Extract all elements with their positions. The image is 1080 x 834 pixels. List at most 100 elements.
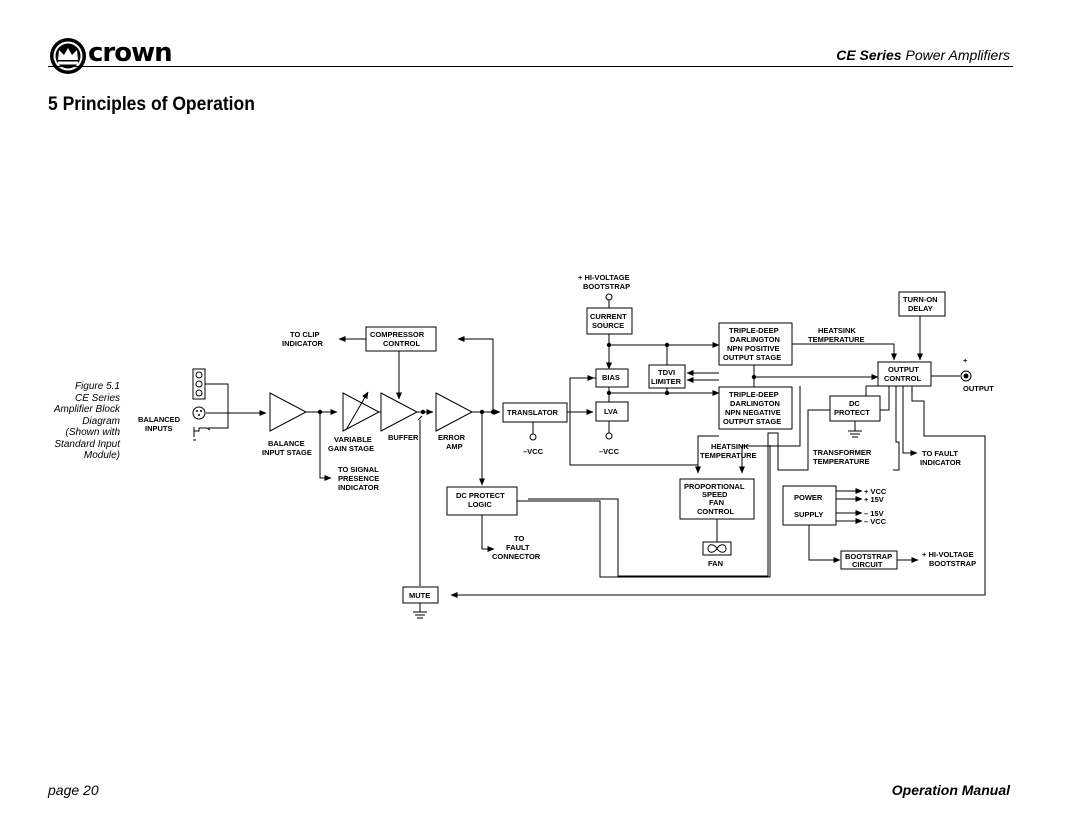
caption-line: Diagram [82,415,120,427]
svg-text:COMPRESSOR: COMPRESSOR [370,330,425,339]
supply-rails-label: + VCC + 15V – 15V – VCC [864,487,887,526]
svg-text:TRANSFORMER: TRANSFORMER [813,448,872,457]
svg-text:CONTROL: CONTROL [697,507,734,516]
output-label: OUTPUT [963,384,994,393]
xlr-connector-icon [192,406,206,420]
svg-text:BALANCE: BALANCE [268,439,305,448]
svg-text:OUTPUT STAGE: OUTPUT STAGE [723,353,781,362]
svg-text:TEMPERATURE: TEMPERATURE [808,335,865,344]
svg-text:PROPORTIONAL: PROPORTIONAL [684,482,745,491]
power-supply-block [782,485,837,526]
page-number: page 20 [48,782,99,798]
tdvi-limiter-label: TDVI LIMITER [651,368,682,386]
svg-text:VARIABLE: VARIABLE [334,435,372,444]
svg-text:GAIN STAGE: GAIN STAGE [328,444,374,453]
fault-indicator-label: TO FAULT INDICATOR [920,449,962,467]
series-suffix: Power Amplifiers [901,47,1010,63]
hi-voltage-bottom-label: + HI-VOLTAGE BOOTSTRAP [922,550,976,568]
translator-vcc-label: –VCC [523,447,544,456]
lva-block [595,401,629,422]
fan-control-label: PROPORTIONAL SPEED FAN CONTROL [684,482,745,516]
power-supply-label: POWER SUPPLY [794,493,823,519]
svg-text:TDVI: TDVI [658,368,675,377]
hi-voltage-top-label: + HI-VOLTAGE BOOTSTRAP [578,273,630,291]
error-amp-label: ERROR AMP [438,433,466,451]
lva-vcc-label: –VCC [599,447,620,456]
balance-input-stage-amp [269,392,308,432]
svg-text:+ HI-VOLTAGE: + HI-VOLTAGE [922,550,974,559]
dc-protect-logic-label: DC PROTECT LOGIC [456,491,505,509]
plus-label: + [963,356,968,365]
negative-output-stage-label: TRIPLE-DEEP DARLINGTON NPN NEGATIVE OUTP… [723,390,781,426]
header-rule [48,66,1013,67]
signal-presence-label: TO SIGNAL PRESENCE INDICATOR [338,465,380,492]
balanced-inputs-label: BALANCED INPUTS [138,415,181,433]
svg-text:PRESENCE: PRESENCE [338,474,379,483]
svg-text:INPUTS: INPUTS [145,424,173,433]
caption-line: Amplifier Block [53,404,120,415]
jack-connector-icon [192,368,206,400]
svg-text:BALANCED: BALANCED [138,415,181,424]
turn-on-delay-label: TURN-ON DELAY [903,295,938,313]
svg-text:BOOTSTRAP: BOOTSTRAP [929,559,976,568]
translator-label: TRANSLATOR [507,408,559,417]
svg-text:AMP: AMP [446,442,463,451]
svg-text:LOGIC: LOGIC [468,500,492,509]
error-amp [435,392,474,432]
svg-text:BOOTSTRAP: BOOTSTRAP [583,282,630,291]
svg-text:CONNECTOR: CONNECTOR [492,552,541,561]
transformer-temperature-label: TRANSFORMER TEMPERATURE [813,448,872,466]
current-source-block [586,307,633,335]
negative-output-stage-block [718,386,793,430]
dc-protect-block [829,395,881,422]
compressor-control-block [365,326,437,352]
caption-line: CE Series [74,392,120,404]
svg-text:+ 15V: + 15V [864,495,884,504]
svg-text:FAN: FAN [709,498,724,507]
caption-line: (Shown with [65,427,120,438]
brand-wordmark: crown [88,38,173,68]
current-source-label: CURRENT SOURCE [590,312,627,330]
caption-line: Module) [83,450,120,461]
bias-label: BIAS [602,373,620,382]
svg-text:+ VCC: + VCC [864,487,887,496]
dc-protect-label: DC PROTECT [834,399,870,417]
dc-protect-logic-block [446,486,518,516]
svg-text:– VCC: – VCC [864,517,887,526]
phone-jack-icon [193,427,211,441]
svg-text:LIMITER: LIMITER [651,377,682,386]
svg-text:SPEED: SPEED [702,490,728,499]
svg-text:BOOTSTRAP: BOOTSTRAP [845,552,892,561]
svg-text:TO FAULT: TO FAULT [922,449,958,458]
mute-label: MUTE [409,591,430,600]
svg-text:INDICATOR: INDICATOR [338,483,380,492]
balance-input-stage-label: BALANCE INPUT STAGE [262,439,312,457]
caption-line: Standard Input [54,438,120,450]
svg-text:TEMPERATURE: TEMPERATURE [813,457,870,466]
svg-text:OUTPUT STAGE: OUTPUT STAGE [723,417,781,426]
fan-label: FAN [708,559,723,568]
heatsink-temperature-label: HEATSINK TEMPERATURE [808,326,865,344]
heatsink-temperature-low-label: HEATSINK TEMPERATURE [700,442,757,460]
svg-text:– 15V: – 15V [864,509,884,518]
manual-title: Operation Manual [891,782,1010,798]
svg-text:ERROR: ERROR [438,433,466,442]
svg-text:SUPPLY: SUPPLY [794,510,823,519]
clip-indicator-label: TO CLIP INDICATOR [282,330,324,348]
svg-text:PROTECT: PROTECT [834,408,870,417]
svg-text:CONTROL: CONTROL [884,374,921,383]
variable-gain-stage-amp [342,392,381,432]
svg-text:DARLINGTON: DARLINGTON [730,399,780,408]
svg-text:SOURCE: SOURCE [592,321,624,330]
svg-text:INDICATOR: INDICATOR [282,339,324,348]
figure-caption: Figure 5.1 CE Series Amplifier Block Dia… [40,381,120,462]
output-terminal-icon [960,370,972,382]
positive-output-stage-block [718,322,793,366]
svg-text:CONTROL: CONTROL [383,339,420,348]
svg-text:FAULT: FAULT [506,543,530,552]
output-control-label: OUTPUT CONTROL [884,365,921,383]
svg-text:+ HI-VOLTAGE: + HI-VOLTAGE [578,273,630,282]
variable-gain-stage-label: VARIABLE GAIN STAGE [328,435,374,453]
